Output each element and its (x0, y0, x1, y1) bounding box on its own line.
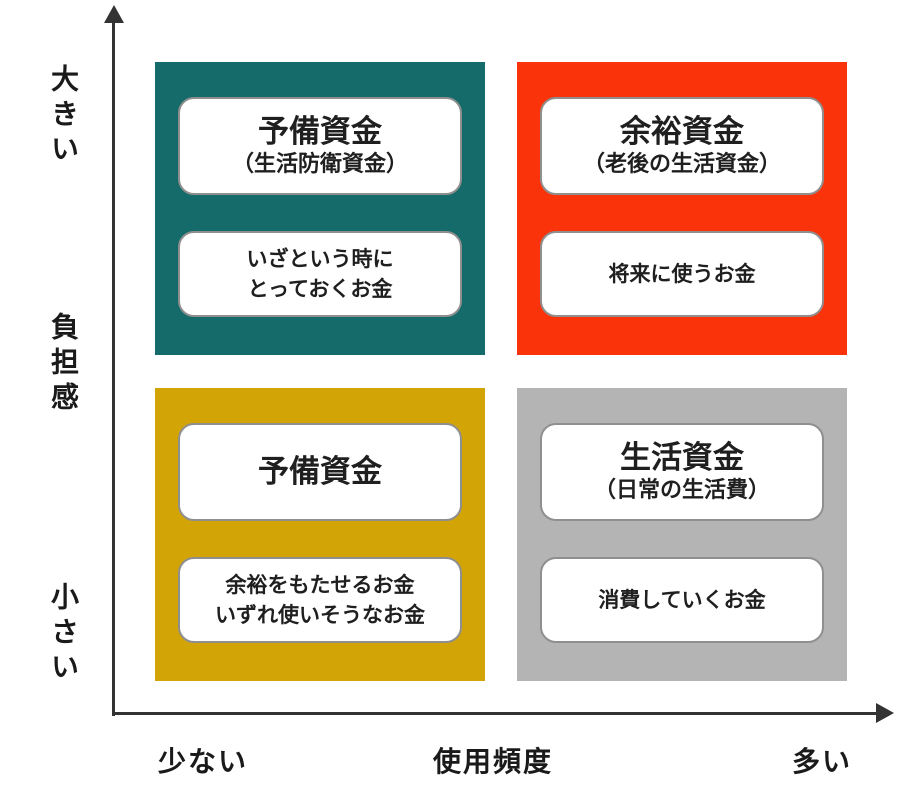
x-axis-left-label: 少ない (158, 747, 249, 778)
quadrant-description-card: 将来に使うお金 (540, 231, 824, 317)
x-axis-arrowhead-icon (876, 703, 894, 723)
quadrant-bottom-left: 予備資金 余裕をもたせるお金 いずれ使いそうなお金 (155, 388, 485, 681)
y-axis-top-label: 大きい (47, 64, 78, 169)
quadrant-subtitle: （老後の生活資金） (582, 151, 781, 177)
quadrant-description: 消費していくお金 (598, 587, 766, 612)
quadrant-title-card: 予備資金 （生活防衛資金） (178, 97, 462, 195)
quadrant-bottom-right: 生活資金 （日常の生活費） 消費していくお金 (517, 388, 847, 681)
quadrant-title: 予備資金 (258, 114, 382, 150)
quadrant-title-card: 予備資金 (178, 423, 462, 521)
quadrant-subtitle: （日常の生活費） (593, 477, 770, 503)
quadrant-title: 生活資金 (620, 440, 744, 476)
x-axis-line (112, 712, 878, 715)
quadrant-top-left: 予備資金 （生活防衛資金） いざという時に とっておくお金 (155, 62, 485, 355)
y-axis-bottom-label: 小さい (47, 582, 78, 687)
quadrant-description-card: 消費していくお金 (540, 557, 824, 643)
quadrant-title-card: 余裕資金 （老後の生活資金） (540, 97, 824, 195)
quadrant-description: 余裕をもたせるお金 いずれ使いそうなお金 (215, 572, 425, 627)
quadrant-top-right: 余裕資金 （老後の生活資金） 将来に使うお金 (517, 62, 847, 355)
y-axis-arrowhead-icon (104, 5, 124, 23)
quadrant-description-card: 余裕をもたせるお金 いずれ使いそうなお金 (178, 557, 462, 643)
quadrant-subtitle: （生活防衛資金） (231, 151, 408, 177)
x-axis-right-label: 多い (792, 747, 853, 778)
quadrant-description-card: いざという時に とっておくお金 (178, 231, 462, 317)
quadrant-description: いざという時に とっておくお金 (246, 246, 394, 301)
quadrant-title: 余裕資金 (620, 114, 744, 150)
quadrant-description: 将来に使うお金 (608, 261, 756, 286)
x-axis-title: 使用頻度 (433, 747, 554, 778)
quadrant-title: 予備資金 (258, 454, 382, 490)
y-axis-title: 負担感 (47, 312, 78, 417)
y-axis-line (112, 20, 115, 716)
quadrant-title-card: 生活資金 （日常の生活費） (540, 423, 824, 521)
